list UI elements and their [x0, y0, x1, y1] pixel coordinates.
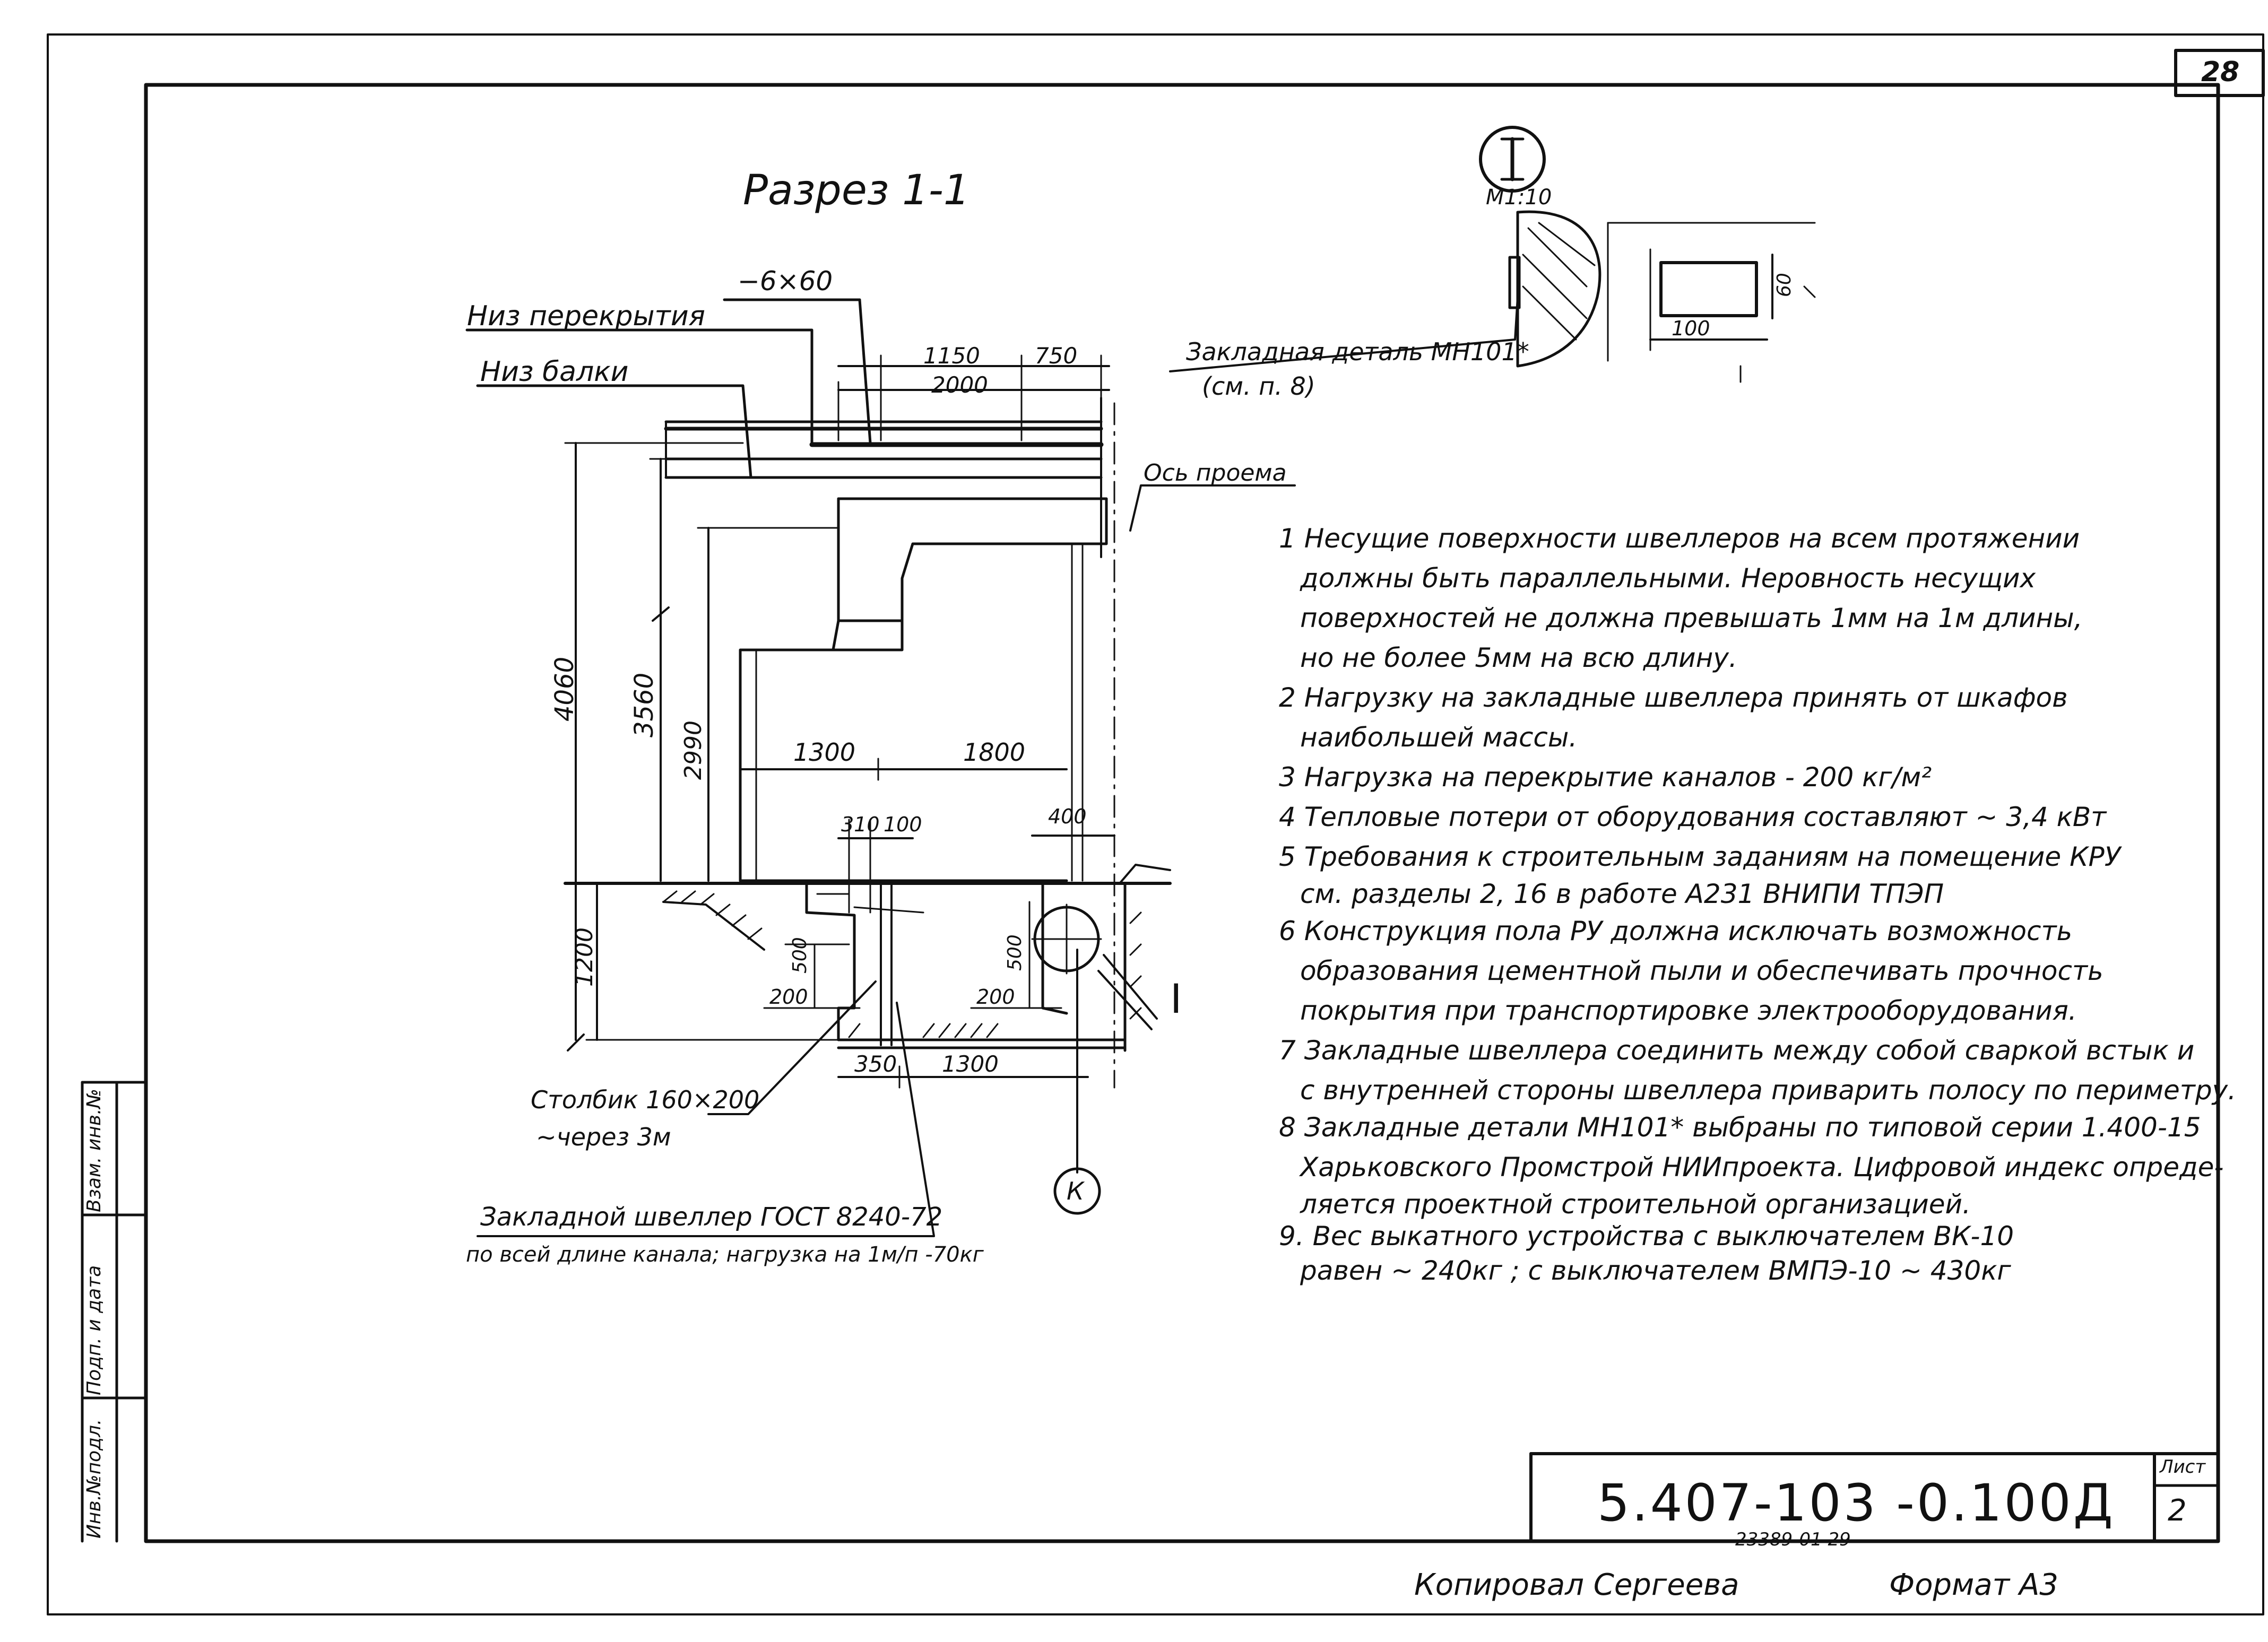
- floor-bottom-leader: [465, 328, 813, 445]
- beam-bottom-label: Низ балки: [480, 356, 629, 388]
- dim-label: 200: [769, 985, 808, 1009]
- embed-ref-label: (см. п. 8): [1202, 372, 1315, 401]
- sheet-number: 28: [2201, 56, 2240, 88]
- note-line: см. разделы 2, 16 в работе А231 ВНИПИ ТП…: [1300, 879, 1944, 909]
- dim-label: 100: [884, 813, 922, 836]
- note-line: наибольшей массы.: [1300, 722, 1578, 753]
- note-line: 1 Несущие поверхности швеллеров на всем …: [1279, 523, 2080, 554]
- embed-plate: [1659, 261, 1758, 317]
- section-title: Разрез 1-1: [743, 167, 970, 214]
- dim-label: 1800: [963, 738, 1026, 767]
- beam-bottom-leader: [476, 384, 752, 479]
- post-leader: [707, 980, 877, 1115]
- dim-label: 2990: [680, 720, 707, 780]
- detail-wall: [1516, 210, 1602, 368]
- axis-marker: К: [1067, 1177, 1084, 1205]
- axis-label: Ось проема: [1144, 459, 1287, 486]
- axis-k-circle: [1053, 1167, 1101, 1215]
- plate-label: −6×60: [738, 266, 833, 297]
- side-stamp-sign: Подп. и дата: [83, 1265, 105, 1395]
- axis-leader: [1129, 484, 1296, 532]
- note-line: должны быть параллельными. Неровность не…: [1300, 563, 2036, 594]
- dim-label: 310: [841, 813, 880, 836]
- note-line: 4 Тепловые потери от оборудования состав…: [1279, 802, 2107, 832]
- detail-height: 60: [1773, 273, 1795, 297]
- outer-border: [47, 33, 2264, 1615]
- dim-label: 4060: [550, 656, 579, 722]
- dim-label: 1300: [942, 1051, 999, 1077]
- trench: [805, 882, 856, 1041]
- note-line: 2 Нагрузку на закладные швеллера принять…: [1279, 682, 2068, 713]
- note-line: но не более 5мм на всю длину.: [1300, 642, 1737, 673]
- note-line: 6 Конструкция пола РУ должна исключать в…: [1279, 916, 2073, 946]
- cabinet-body: [739, 648, 1068, 882]
- dim-label: 350: [854, 1051, 897, 1077]
- dim-label: 1150: [923, 343, 980, 369]
- note-line: ляется проектной строительной организаци…: [1300, 1189, 1971, 1220]
- post-step-label: ~через 3м: [536, 1123, 671, 1151]
- format-label: Формат А3: [1889, 1568, 2058, 1602]
- note-line: образования цементной пыли и обеспечиват…: [1300, 955, 2103, 986]
- detail-scale: М1:10: [1486, 185, 1552, 210]
- post-label: Столбик 160×200: [531, 1085, 760, 1114]
- note-line: 8 Закладные детали МН101* выбраны по тип…: [1279, 1112, 2201, 1143]
- embed-leader: [1169, 296, 1519, 372]
- detail-circle: [1479, 126, 1546, 193]
- section-marker: I: [1170, 975, 1182, 1022]
- ground-left: [662, 901, 765, 951]
- note-line: 7 Закладные швеллера соединить между соб…: [1279, 1035, 2195, 1066]
- copied-by: Копировал Сергеева: [1414, 1568, 1739, 1602]
- side-stamp-inv: Инв.№подл.: [83, 1419, 105, 1539]
- note-line: с внутренней стороны швеллера приварить …: [1300, 1075, 2237, 1106]
- dim-label: 500: [789, 937, 811, 974]
- list-label: Лист: [2160, 1456, 2206, 1478]
- dim-label: 1300: [793, 738, 856, 767]
- side-stamp-replace: Взам. инв.№: [83, 1089, 105, 1212]
- dim-label: 500: [1004, 934, 1026, 971]
- dim-label: 3560: [629, 672, 659, 737]
- channel-leader: [477, 1002, 935, 1237]
- dim-label: 200: [976, 985, 1015, 1009]
- note-line: равен ~ 240кг ; с выключателем ВМПЭ-10 ~…: [1300, 1255, 2011, 1286]
- channel-label: Закладной швеллер ГОСТ 8240-72: [480, 1202, 943, 1232]
- dim-label: 1200: [571, 927, 598, 987]
- detail-width: 100: [1672, 317, 1710, 340]
- dim-label: 400: [1048, 805, 1087, 828]
- dim-label: 2000: [931, 372, 988, 398]
- sheet-number-box: [2174, 49, 2265, 97]
- note-line: покрытия при транспортировке электрообор…: [1300, 995, 2077, 1026]
- embed-label: Закладная деталь МН101*: [1186, 337, 1529, 366]
- cabinet-top: [837, 497, 1108, 622]
- floor-bottom-label: Низ перекрытия: [467, 300, 705, 332]
- drawing-code: 5.407-103 -0.100Д: [1597, 1473, 2115, 1533]
- list-value: 2: [2168, 1493, 2187, 1528]
- note-line: Харьковского Промстрой НИИпроекта. Цифро…: [1300, 1152, 2224, 1183]
- note-line: 5 Требования к строительным заданиям на …: [1279, 841, 2121, 872]
- inventory-number: 23389-01 29: [1735, 1529, 1851, 1550]
- channel-load-label: по всей длине канала; нагрузка на 1м/п -…: [466, 1243, 984, 1267]
- note-line: 3 Нагрузка на перекрытие каналов - 200 к…: [1279, 762, 1932, 793]
- inner-border: [144, 83, 2220, 1543]
- dim-label: 750: [1035, 343, 1078, 369]
- note-line: поверхностей не должна превышать 1мм на …: [1300, 603, 2083, 633]
- note-line: 9. Вес выкатного устройства с выключател…: [1279, 1221, 2014, 1252]
